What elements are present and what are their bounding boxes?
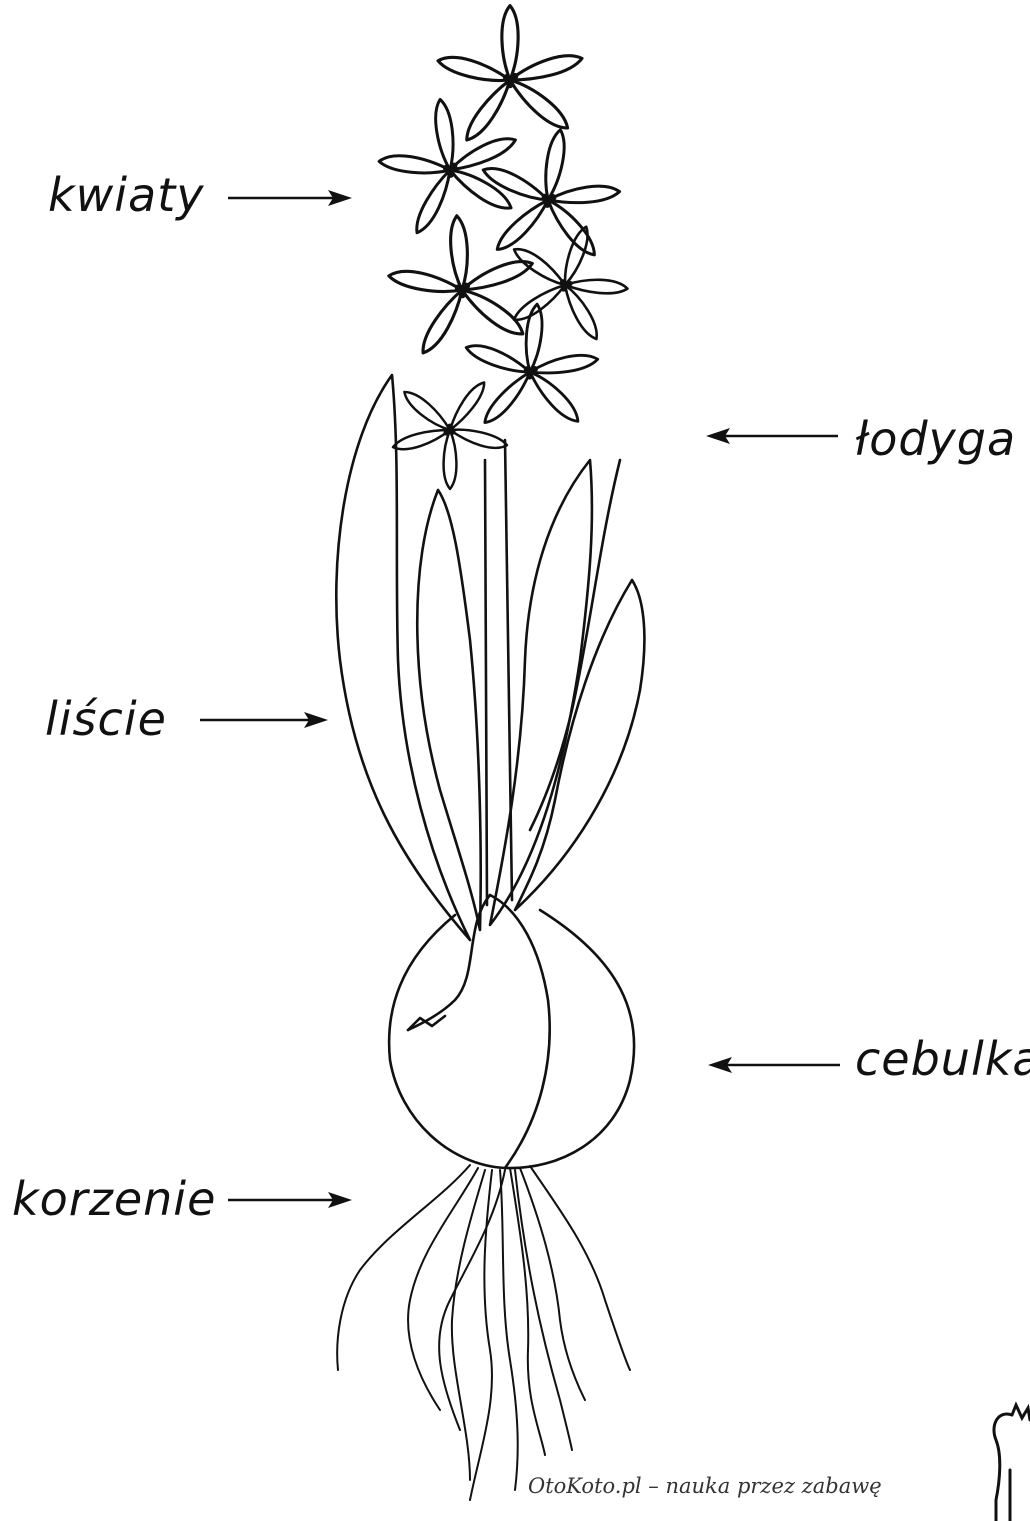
arrow-bulb-icon — [708, 1057, 840, 1073]
bulb-drawing — [389, 895, 634, 1168]
leaves-drawing — [336, 375, 644, 940]
pointer-arrows — [200, 190, 840, 1208]
label-stem: łodyga — [855, 412, 1016, 466]
arrow-leaves-icon — [200, 712, 328, 728]
flowers-drawing — [372, 6, 643, 489]
footer-credit: OtoKoto.pl – nauka przez zabawę — [528, 1474, 882, 1498]
arrow-flowers-icon — [228, 190, 352, 206]
label-bulb: cebulka — [855, 1032, 1030, 1086]
label-leaves: liście — [45, 692, 167, 746]
cat-icon — [994, 1405, 1030, 1521]
roots-drawing — [337, 1165, 630, 1500]
arrow-stem-icon — [706, 428, 838, 444]
label-flowers: kwiaty — [48, 168, 205, 222]
arrow-roots-icon — [228, 1192, 352, 1208]
label-roots: korzenie — [12, 1172, 216, 1226]
